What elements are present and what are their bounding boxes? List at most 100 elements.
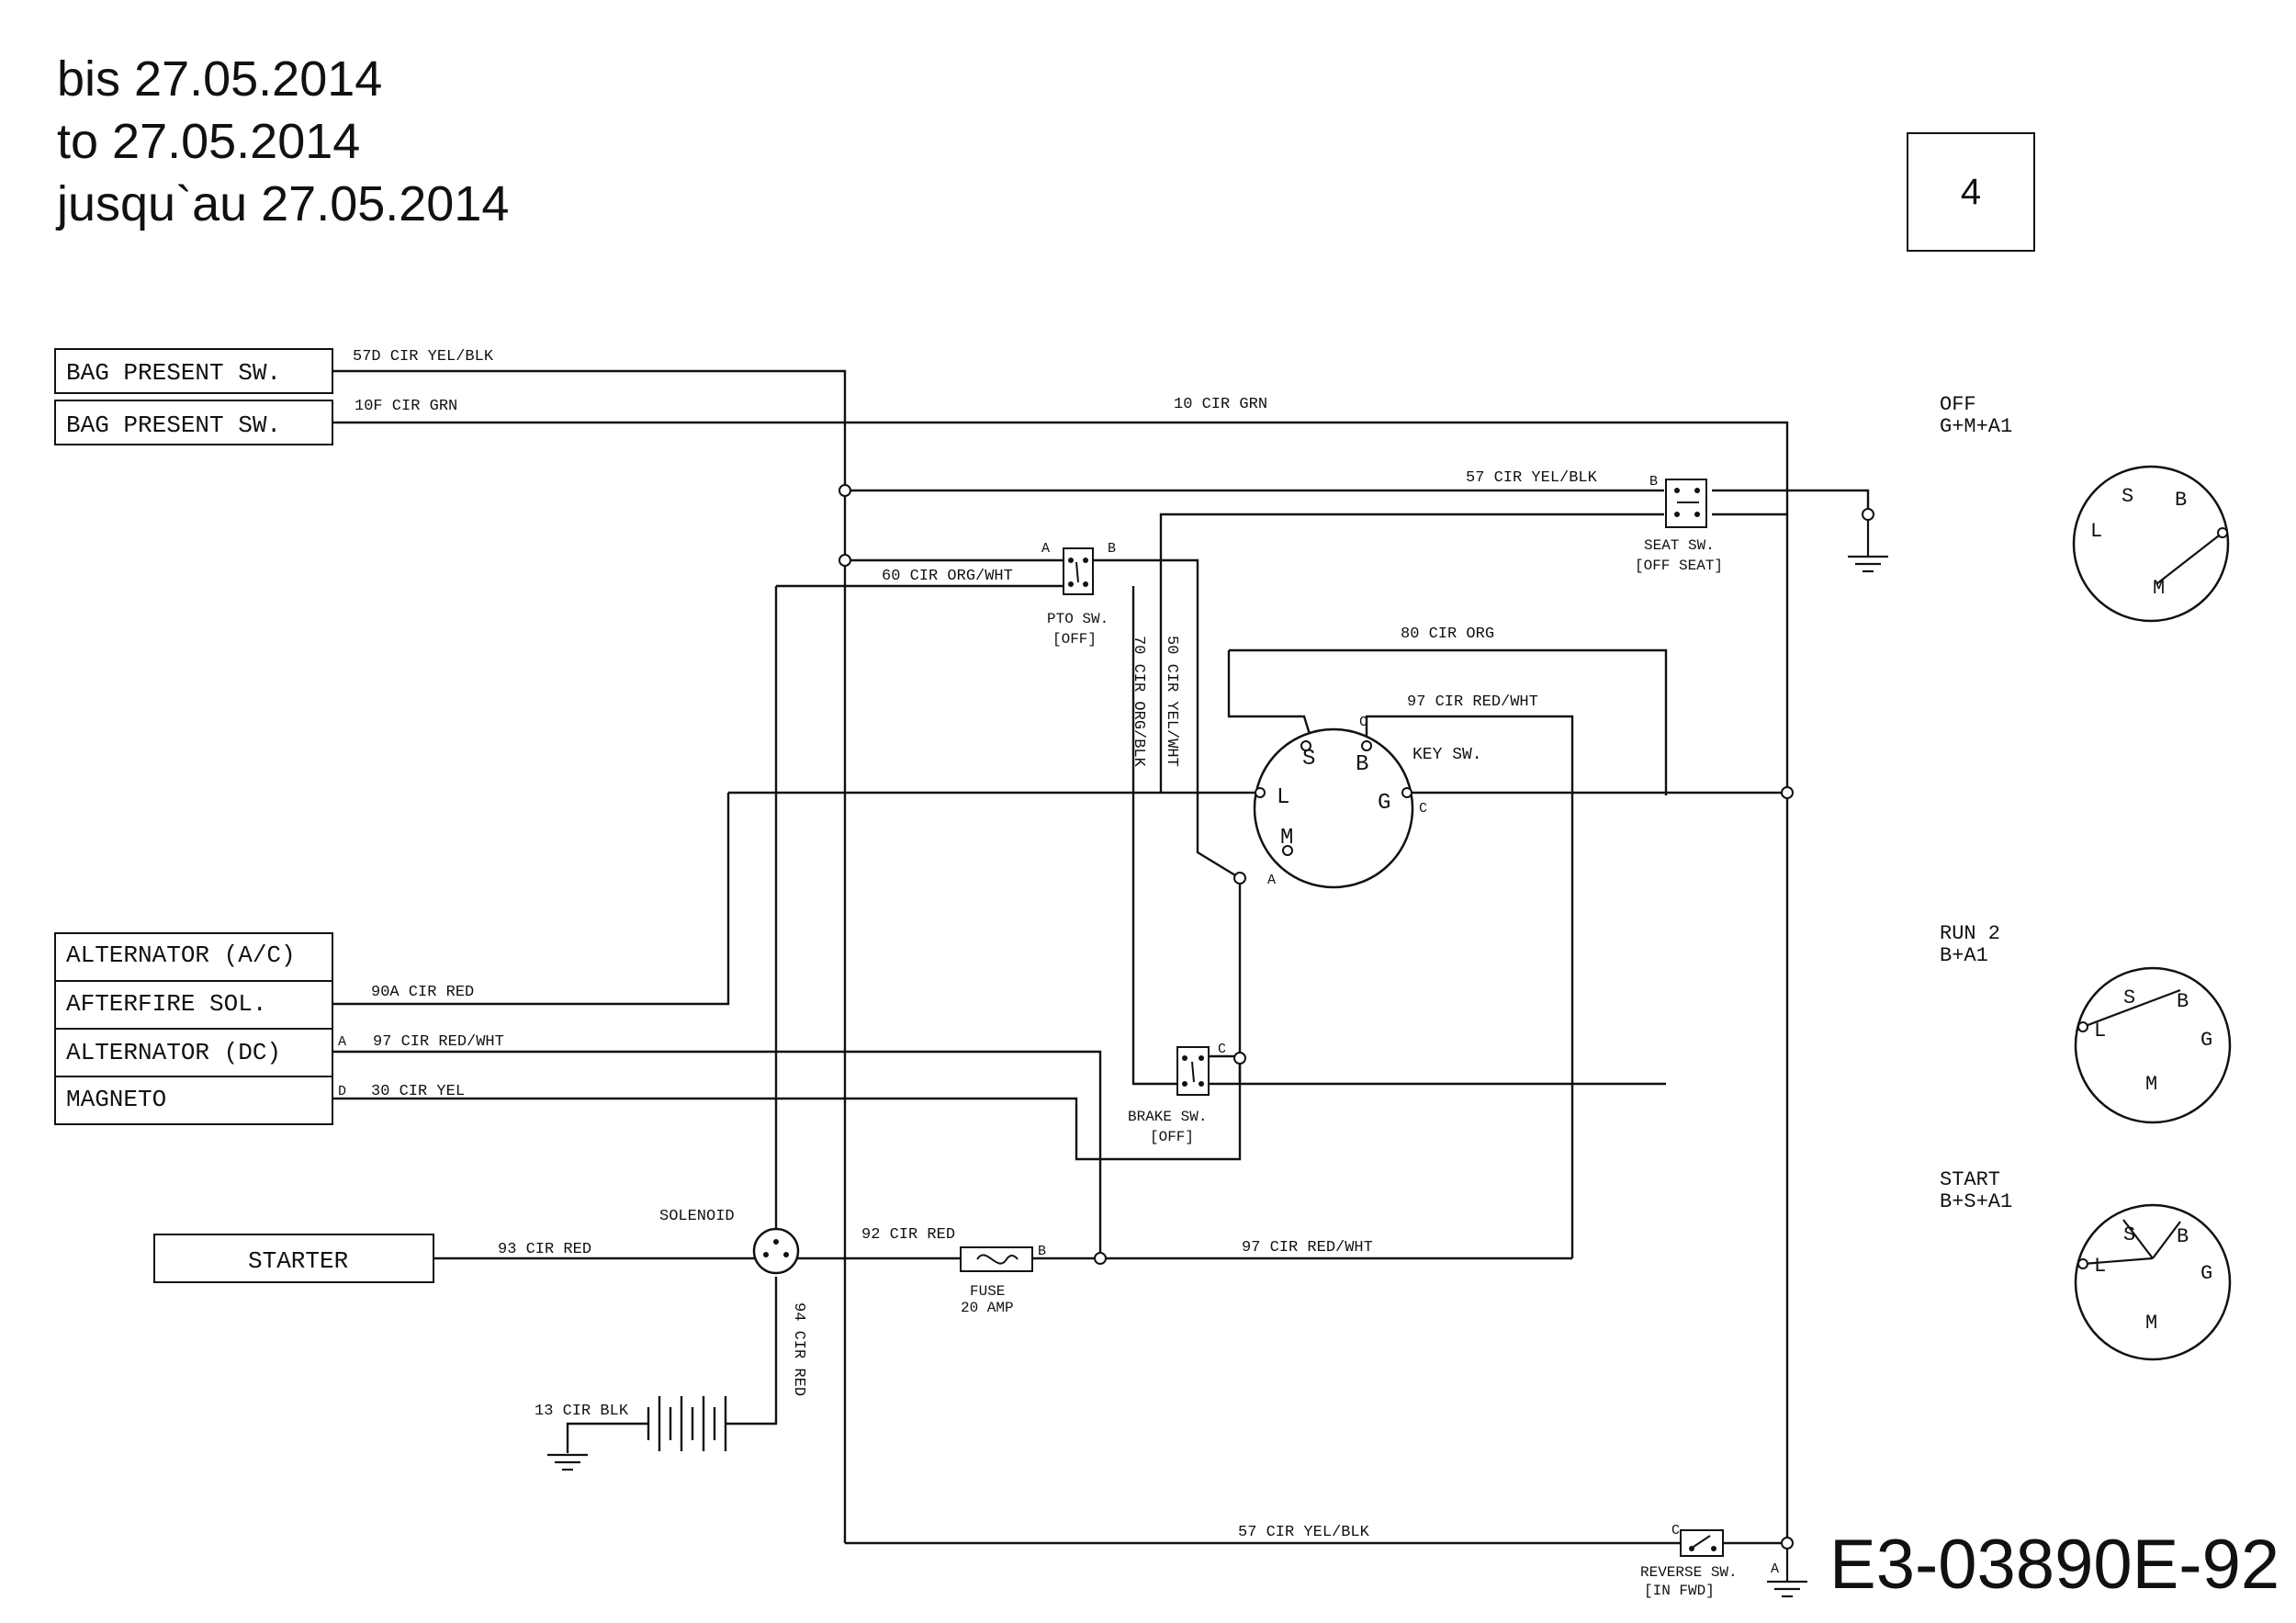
start-g: G — [2200, 1262, 2212, 1285]
wire-13-label: 13 CIR BLK — [535, 1403, 629, 1420]
wire-10f-label: 10F CIR GRN — [355, 398, 457, 415]
revision-date-fr: jusqu`au 27.05.2014 — [57, 176, 510, 231]
start-s: S — [2123, 1223, 2135, 1246]
magneto-terminal-d: D — [338, 1084, 346, 1099]
wire-labels: 57D CIR YEL/BLK 10F CIR GRN 10 CIR GRN 5… — [353, 348, 1598, 1541]
key-terminal-b: B — [1356, 752, 1368, 777]
fuse-label: FUSE — [970, 1283, 1005, 1300]
key-position-start-title: START — [1940, 1168, 2000, 1191]
start-m: M — [2145, 1312, 2157, 1335]
run-b: B — [2177, 990, 2189, 1013]
starter-label: STARTER — [248, 1247, 348, 1275]
seat-terminal-b: B — [1649, 474, 1658, 490]
off-s: S — [2122, 485, 2133, 508]
off-l: L — [2090, 520, 2102, 543]
run-m: M — [2145, 1073, 2157, 1096]
left-component-boxes: BAG PRESENT SW. BAG PRESENT SW. ALTERNAT… — [54, 348, 434, 1283]
seat-switch-state: [OFF SEAT] — [1635, 558, 1723, 574]
key-terminal-g: G — [1378, 791, 1390, 816]
fuse: FUSE 20 AMP — [960, 1246, 1033, 1316]
sheet-number-box: 4 — [1907, 132, 2035, 252]
wire-57d-label: 57D CIR YEL/BLK — [353, 348, 494, 366]
fuse-terminal-b: B — [1038, 1244, 1046, 1259]
key-position-run-combo: B+A1 — [1940, 944, 1988, 967]
pto-terminal-a: A — [1041, 541, 1050, 557]
key-terminal-l: L — [1277, 785, 1289, 810]
junction-dots — [838, 484, 1874, 1550]
start-b: B — [2177, 1225, 2189, 1248]
revision-date-block: bis 27.05.2014 to 27.05.2014 jusqu`au 27… — [57, 48, 509, 235]
ground-symbols — [547, 519, 1888, 1598]
brake-switch-state: [OFF] — [1150, 1129, 1194, 1145]
brake-switch-label: BRAKE SW. — [1128, 1109, 1207, 1125]
key-position-off-title: OFF — [1940, 393, 1976, 416]
key-switch: S B L G M KEY SW. — [1253, 727, 1482, 889]
key-position-start-combo: B+S+A1 — [1940, 1190, 2012, 1213]
key-position-start: START B+S+A1 S B L G M — [1940, 1168, 2232, 1361]
wire-93-label: 93 CIR RED — [498, 1241, 591, 1258]
battery — [647, 1396, 727, 1451]
reverse-switch-state: [IN FWD] — [1644, 1583, 1715, 1599]
brake-switch: BRAKE SW. [OFF] — [1128, 1046, 1210, 1145]
key-terminal-m: M — [1280, 826, 1293, 851]
solenoid-label: SOLENOID — [659, 1208, 735, 1225]
reverse-switch-label: REVERSE SW. — [1640, 1564, 1738, 1581]
wire-57-bottom-label: 57 CIR YEL/BLK — [1238, 1524, 1370, 1541]
fuse-rating: 20 AMP — [961, 1300, 1014, 1316]
seat-switch: SEAT SW. [OFF SEAT] — [1635, 479, 1723, 574]
off-b: B — [2175, 489, 2187, 512]
alternator-dc-label: ALTERNATOR (DC) — [66, 1039, 281, 1066]
bag-present-switch-1-label: BAG PRESENT SW. — [66, 359, 281, 387]
run-l: L — [2094, 1020, 2106, 1043]
revision-date-en: to 27.05.2014 — [57, 114, 361, 169]
key-terminal-c-right: C — [1419, 801, 1427, 817]
pto-terminal-b: B — [1108, 541, 1116, 557]
alternator-terminal-a: A — [338, 1034, 346, 1050]
document-number: E3-03890E-92 — [1829, 1526, 2280, 1604]
wire-94-label: 94 CIR RED — [790, 1302, 807, 1396]
solenoid: SOLENOID — [659, 1208, 800, 1275]
key-terminal-s: S — [1302, 747, 1315, 772]
wire-97-key-label: 97 CIR RED/WHT — [1407, 693, 1538, 711]
wire-90a-label: 90A CIR RED — [371, 984, 474, 1001]
pto-switch-state: [OFF] — [1052, 631, 1097, 648]
key-position-run-title: RUN 2 — [1940, 922, 2000, 945]
ground-seat — [1848, 519, 1888, 573]
run-s: S — [2123, 986, 2135, 1009]
wire-30-label: 30 CIR YEL — [371, 1083, 465, 1100]
key-position-run: RUN 2 B+A1 S B L G M — [1940, 922, 2232, 1124]
key-terminal-c-top: C — [1359, 715, 1367, 730]
key-switch-label: KEY SW. — [1412, 746, 1482, 764]
magneto-label: MAGNETO — [66, 1086, 166, 1113]
bag-present-switch-2-label: BAG PRESENT SW. — [66, 411, 281, 439]
afterfire-solenoid-label: AFTERFIRE SOL. — [66, 990, 266, 1018]
wire-50-label: 50 CIR YEL/WHT — [1163, 636, 1180, 767]
wire-10-label: 10 CIR GRN — [1174, 396, 1267, 413]
run-g: G — [2200, 1029, 2212, 1052]
bag-present-switch-1: BAG PRESENT SW. — [54, 348, 333, 394]
pto-switch: PTO SW. [OFF] — [1047, 547, 1109, 648]
wire-60-label: 60 CIR ORG/WHT — [882, 568, 1013, 585]
reverse-terminal-a: A — [1771, 1561, 1779, 1577]
key-terminal-a: A — [1267, 873, 1276, 888]
brake-terminal-c: C — [1218, 1042, 1226, 1057]
start-l: L — [2094, 1255, 2106, 1278]
reverse-terminal-c: C — [1671, 1523, 1680, 1538]
wire-97-bottom-label: 97 CIR RED/WHT — [1242, 1239, 1373, 1257]
wire-97-alt-label: 97 CIR RED/WHT — [373, 1033, 504, 1051]
seat-switch-label: SEAT SW. — [1644, 537, 1715, 554]
ground-left — [547, 1453, 588, 1471]
bag-present-switch-2: BAG PRESENT SW. — [54, 400, 333, 445]
wires — [332, 369, 1870, 1545]
wire-92-label: 92 CIR RED — [861, 1226, 955, 1244]
starter: STARTER — [153, 1234, 434, 1283]
alternator-block: ALTERNATOR (A/C) AFTERFIRE SOL. ALTERNAT… — [54, 932, 333, 1125]
off-m: M — [2153, 577, 2165, 600]
wire-70-label: 70 CIR ORG/BLK — [1130, 636, 1147, 768]
wire-80-label: 80 CIR ORG — [1401, 626, 1494, 643]
key-position-off-combo: G+M+A1 — [1940, 415, 2012, 438]
sheet-number: 4 — [1960, 171, 1982, 212]
terminal-letters: A B B C C A C A D B C A — [338, 474, 1779, 1577]
pto-switch-label: PTO SW. — [1047, 611, 1109, 627]
